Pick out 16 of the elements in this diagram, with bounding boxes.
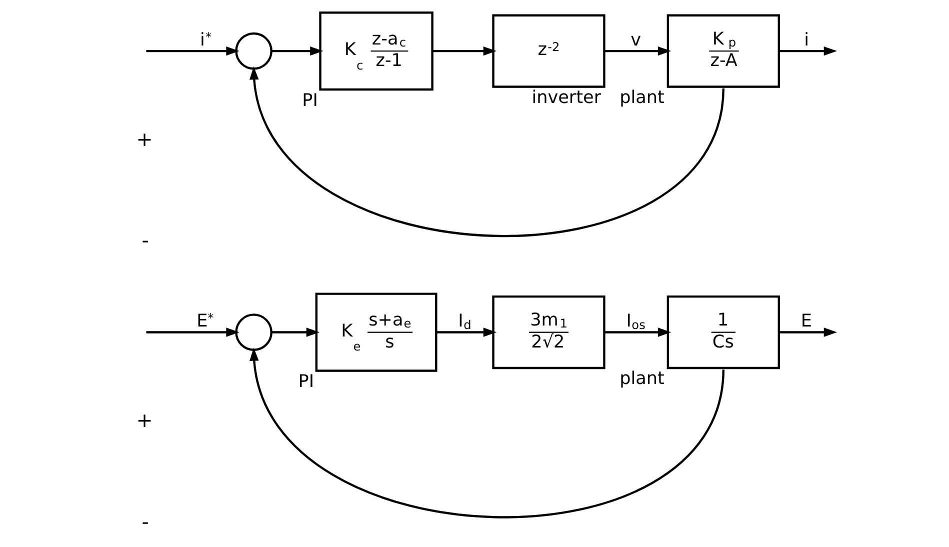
node-label: PI bbox=[302, 90, 318, 111]
edge-label: Id bbox=[458, 312, 471, 332]
edge-label: Ios bbox=[626, 312, 645, 332]
label: - bbox=[141, 229, 148, 252]
node-label: plant bbox=[619, 369, 664, 390]
label: + bbox=[136, 409, 152, 432]
edge-label: i* bbox=[199, 30, 212, 50]
edge-label: v bbox=[630, 30, 640, 50]
edge-label: E* bbox=[196, 311, 214, 332]
node-label: inverter bbox=[531, 88, 601, 108]
label: + bbox=[136, 128, 152, 151]
edge-label: E bbox=[800, 312, 812, 332]
label: - bbox=[141, 510, 148, 534]
node-label: plant bbox=[619, 88, 664, 108]
edge-label: i bbox=[804, 30, 809, 50]
node-label: PI bbox=[298, 372, 314, 392]
